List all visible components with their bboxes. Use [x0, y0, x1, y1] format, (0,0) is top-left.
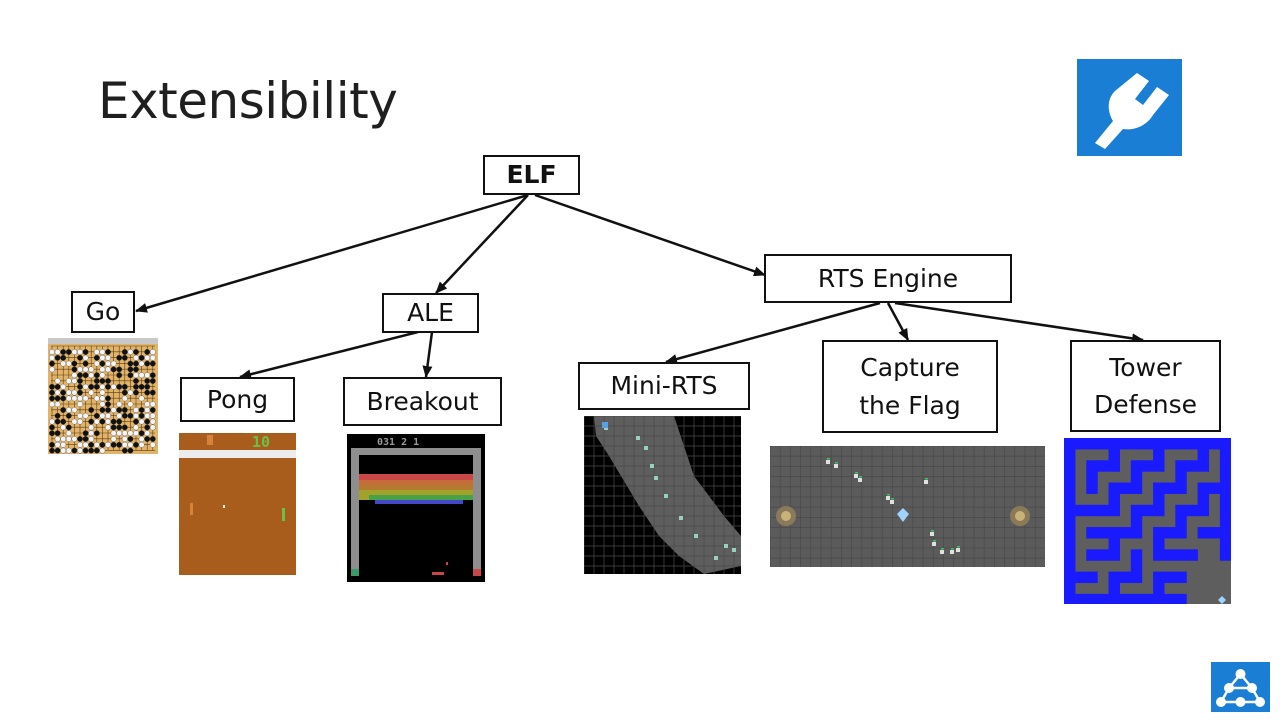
- tower-defense-image: [1064, 438, 1231, 604]
- breakout-score: 031 2 1: [377, 437, 419, 448]
- node-mini-rts: Mini-RTS: [578, 362, 750, 410]
- node-capture-the-flag: Capture the Flag: [822, 340, 998, 433]
- network-logo: [1211, 662, 1270, 712]
- edge-elf-ale: [435, 194, 529, 294]
- edge-rts-tower: [894, 301, 1144, 344]
- mini-rts-image: [584, 416, 741, 574]
- node-elf: ELF: [483, 155, 580, 195]
- pong-score: 10: [252, 433, 270, 451]
- network-nodes-icon: [1216, 669, 1265, 707]
- pong-image: 10: [179, 433, 296, 575]
- breakout-image: 031 2 1: [347, 434, 485, 582]
- edge-ale-pong: [239, 330, 419, 380]
- edge-rts-capture: [886, 302, 910, 341]
- node-ale: ALE: [382, 293, 479, 333]
- edge-elf-rts: [534, 193, 766, 277]
- node-go: Go: [71, 291, 135, 333]
- edge-rts-minirts: [665, 301, 881, 364]
- capture-the-flag-image: [770, 446, 1045, 567]
- plug-icon: [1095, 73, 1169, 149]
- slide-title: Extensibility: [98, 72, 398, 130]
- edge-elf-go: [135, 193, 529, 313]
- node-pong: Pong: [180, 377, 295, 422]
- go-board-image: [48, 338, 158, 454]
- node-breakout: Breakout: [343, 377, 502, 426]
- plug-logo: [1077, 59, 1182, 156]
- node-tower-defense: Tower Defense: [1070, 340, 1221, 432]
- node-rts-engine: RTS Engine: [764, 254, 1012, 303]
- edge-ale-breakout: [422, 331, 434, 378]
